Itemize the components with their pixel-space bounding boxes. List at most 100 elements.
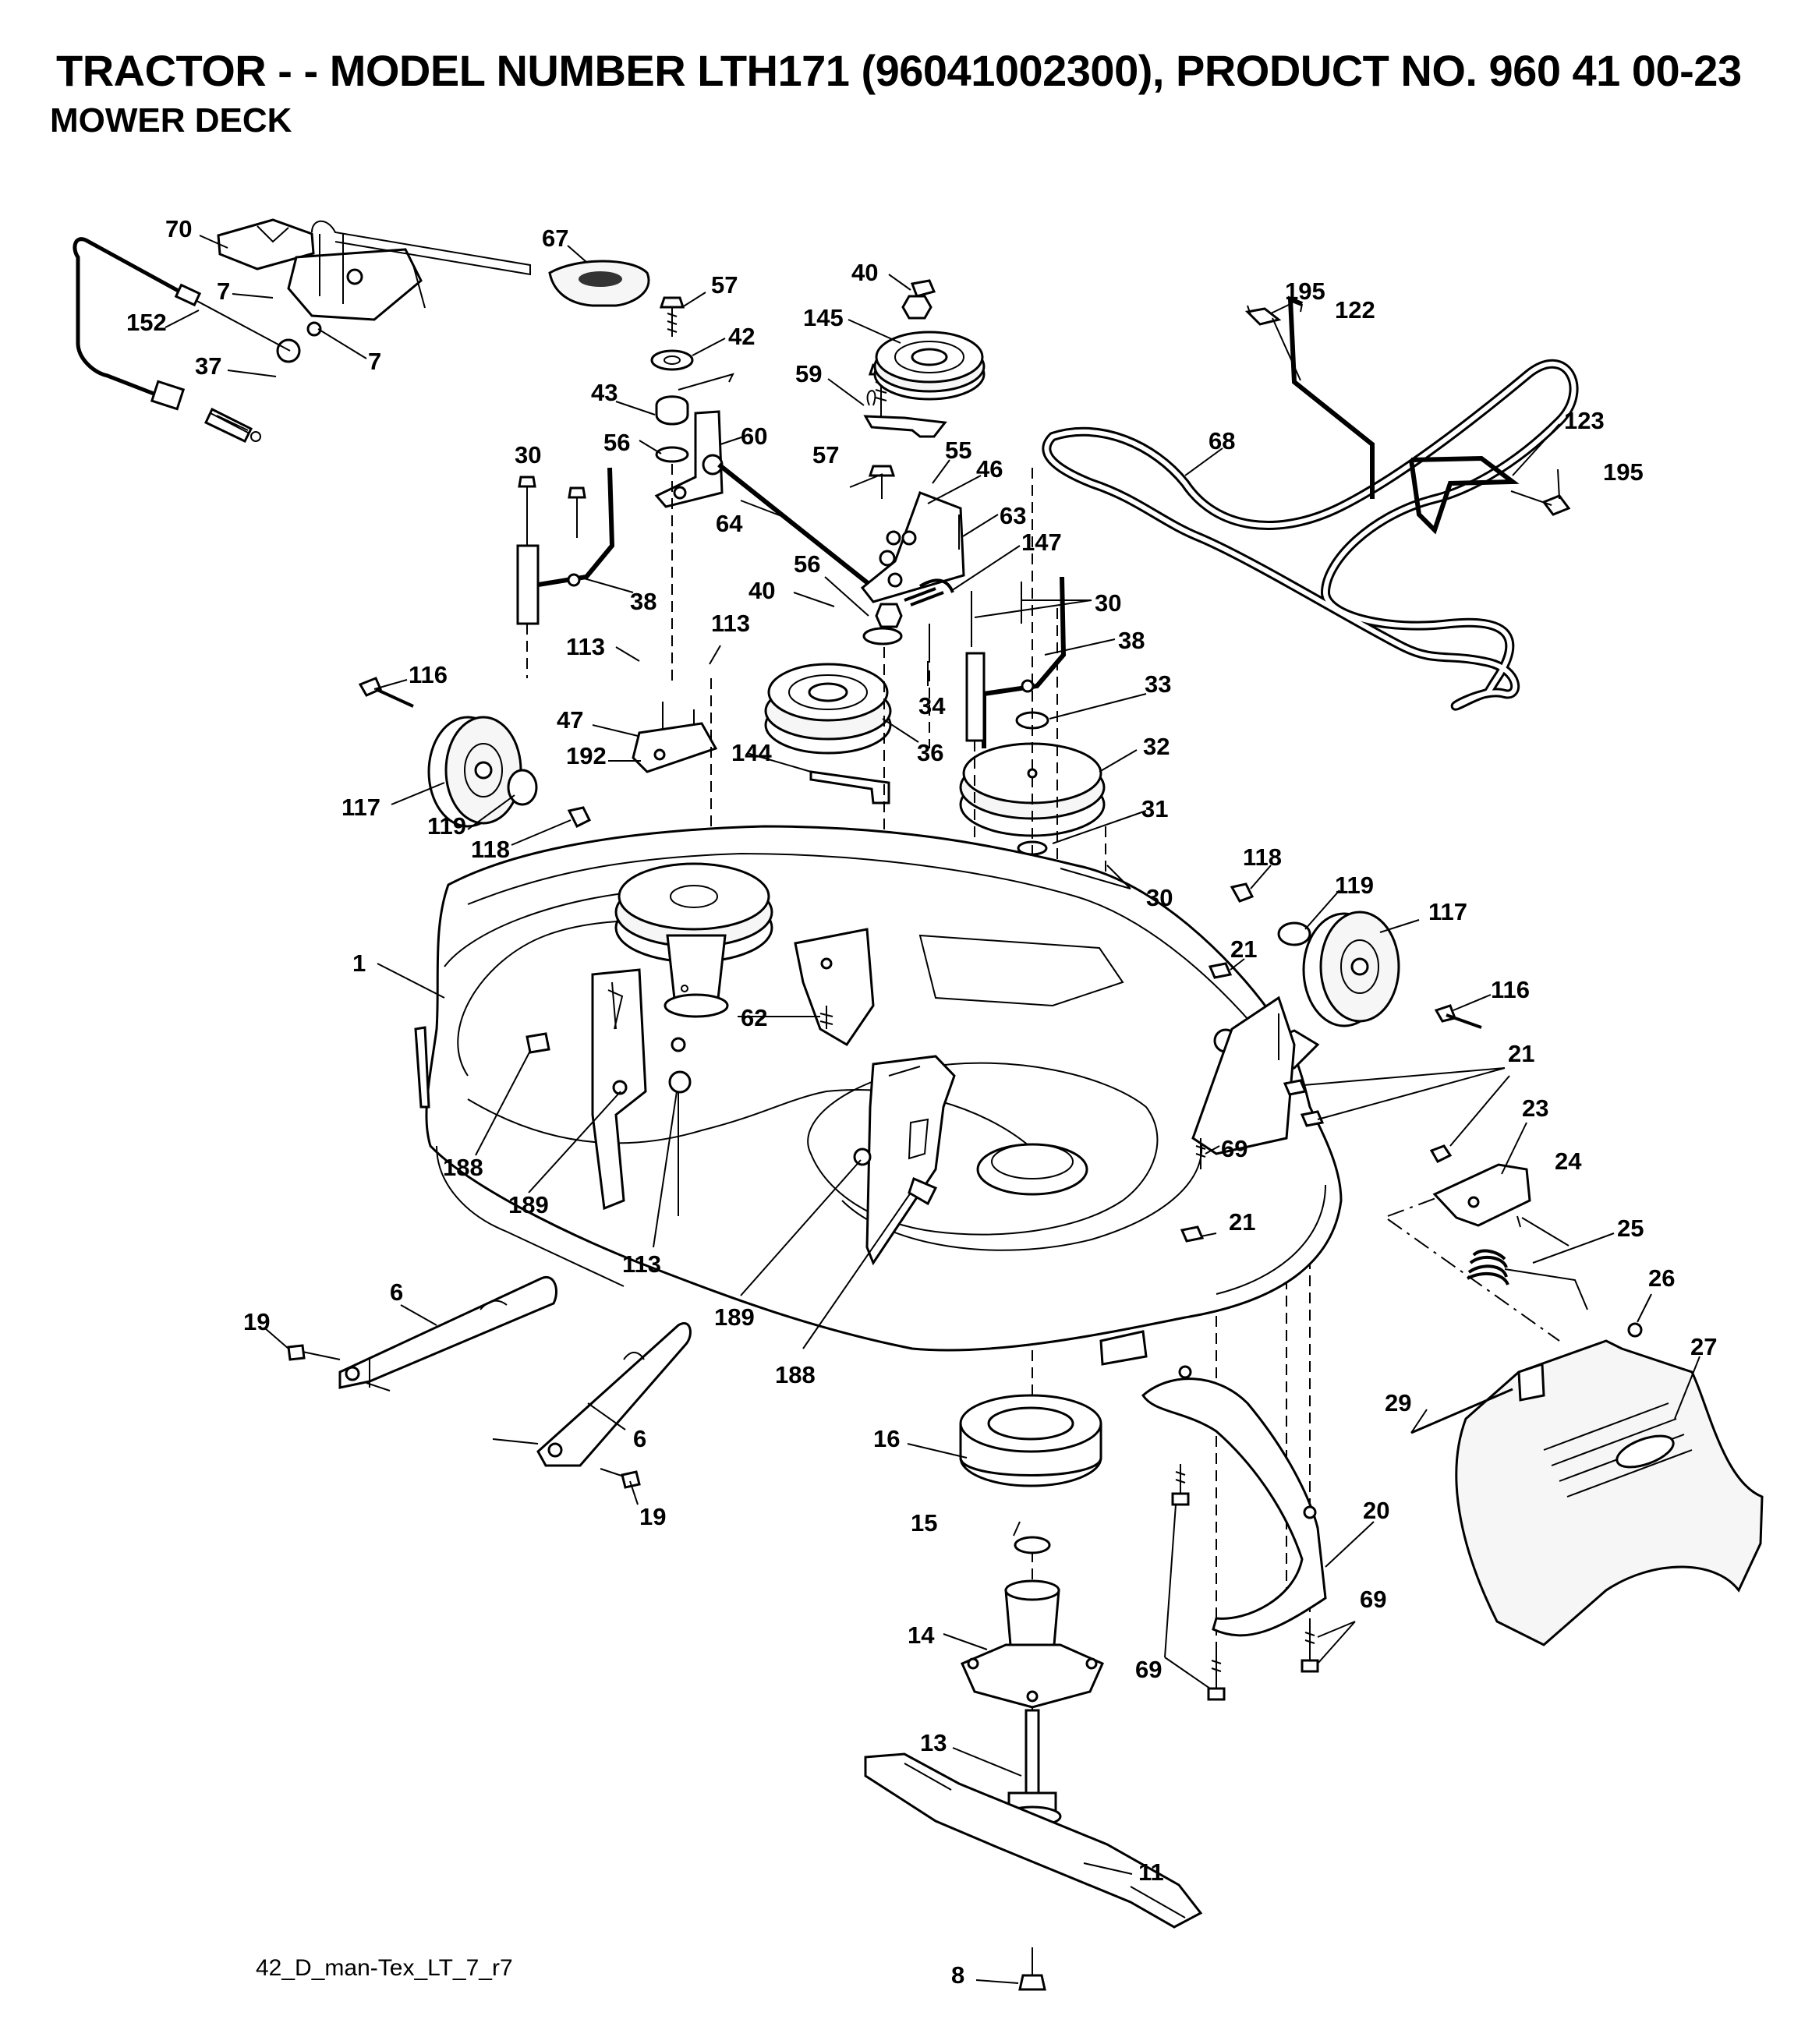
callout-31: 31 [1141,795,1168,822]
mower-blade [864,1752,1203,1991]
callout-47: 47 [557,706,583,734]
drive-belt [1042,359,1579,711]
idler-pulley-top [873,295,986,401]
callout-23: 23 [1522,1094,1548,1122]
callout-116: 116 [409,661,448,688]
callout-6: 6 [633,1425,646,1452]
callout-62: 62 [741,1004,767,1031]
callout-43: 43 [591,379,618,406]
callout-56: 56 [794,550,820,578]
callout-6: 6 [390,1278,403,1306]
deck-spindle-pulley [614,862,1320,1155]
callout-192: 192 [566,742,607,769]
deck-baffle [1141,1365,1327,1701]
callout-46: 46 [976,455,1003,483]
callout-113: 113 [711,610,750,637]
callout-123: 123 [1564,407,1605,434]
callout-19: 19 [639,1503,666,1530]
callout-30: 30 [1095,589,1121,617]
callout-8: 8 [951,1961,964,1989]
gauge-wheel-right [1230,882,1482,1029]
callout-11: 11 [1138,1858,1164,1886]
callout-59: 59 [795,360,822,387]
callout-7: 7 [217,278,230,305]
idler-bracket [654,410,873,589]
callout-24: 24 [1555,1148,1582,1175]
drawing-reference: 42_D_man-Tex_LT_7_r7 [256,1955,513,1981]
callout-147: 147 [1021,529,1062,556]
callout-195: 195 [1285,278,1325,305]
callout-113: 113 [622,1250,661,1278]
callout-69: 69 [1221,1135,1247,1162]
hitch-handle [548,260,650,307]
lift-linkage-assembly [217,218,531,363]
callout-38: 38 [1118,627,1145,654]
callout-189: 189 [714,1303,755,1331]
callout-69: 69 [1360,1586,1386,1613]
deck-hangers-left [526,968,692,1216]
callout-188: 188 [443,1154,483,1181]
callout-42: 42 [728,323,755,350]
callout-7: 7 [368,348,381,375]
callout-63: 63 [1000,502,1026,529]
callout-15: 15 [911,1509,937,1537]
callout-21: 21 [1508,1040,1534,1067]
callout-119: 119 [1335,872,1374,899]
discharge-chute [1410,1322,1764,1646]
callout-68: 68 [1209,427,1235,454]
callout-32: 32 [1143,733,1170,760]
callout-60: 60 [741,423,767,450]
callout-113: 113 [566,633,605,660]
belt-guides [1244,295,1571,535]
deck-stabilizers [287,1275,692,1489]
callout-117: 117 [342,794,380,821]
callout-144: 144 [731,739,772,766]
callout-118: 118 [1243,843,1282,871]
callout-188: 188 [775,1361,816,1388]
callout-116: 116 [1491,976,1530,1003]
blade-spindle-stack [959,1394,1104,1827]
leader-lines [165,235,1700,1984]
callout-21: 21 [1230,935,1257,963]
callout-38: 38 [630,588,656,615]
callout-118: 118 [471,836,510,863]
pulley-mount [632,702,718,773]
deck-lift-arms [516,467,1067,748]
callout-64: 64 [716,510,743,537]
callout-34: 34 [918,692,946,720]
chute-spring-bracket [1180,962,1588,1310]
callout-57: 57 [711,271,738,299]
callout-1: 1 [352,950,366,977]
callout-70: 70 [165,215,192,242]
callout-40: 40 [851,259,878,286]
callout-119: 119 [427,812,466,840]
callout-117: 117 [1428,898,1467,925]
callout-30: 30 [1146,884,1173,911]
callout-56: 56 [603,429,630,456]
callout-69: 69 [1135,1656,1162,1683]
callout-145: 145 [803,304,844,331]
callout-67: 67 [542,225,568,252]
page-title: TRACTOR - - MODEL NUMBER LTH171 (9604100… [56,46,1742,95]
callout-195: 195 [1603,458,1644,486]
gauge-wheel-left [358,677,592,829]
callout-14: 14 [908,1621,935,1649]
callout-36: 36 [917,739,943,766]
callout-40: 40 [748,577,775,604]
page-subtitle: MOWER DECK [50,101,292,140]
callout-19: 19 [243,1308,270,1335]
idler-pulley-mid [764,603,930,805]
callout-55: 55 [945,437,971,464]
control-cable [73,237,291,443]
callout-57: 57 [812,441,839,469]
part-callouts: 70 67 40 57 7 152 7 37 42 145 195 122 43… [126,215,1717,1989]
callout-33: 33 [1145,670,1171,698]
callout-122: 122 [1335,296,1375,324]
deck-hangers-right [853,1055,956,1266]
idler-arm-assembly [860,390,965,606]
callout-20: 20 [1363,1497,1389,1524]
callout-13: 13 [920,1729,947,1756]
callout-21: 21 [1229,1208,1255,1236]
